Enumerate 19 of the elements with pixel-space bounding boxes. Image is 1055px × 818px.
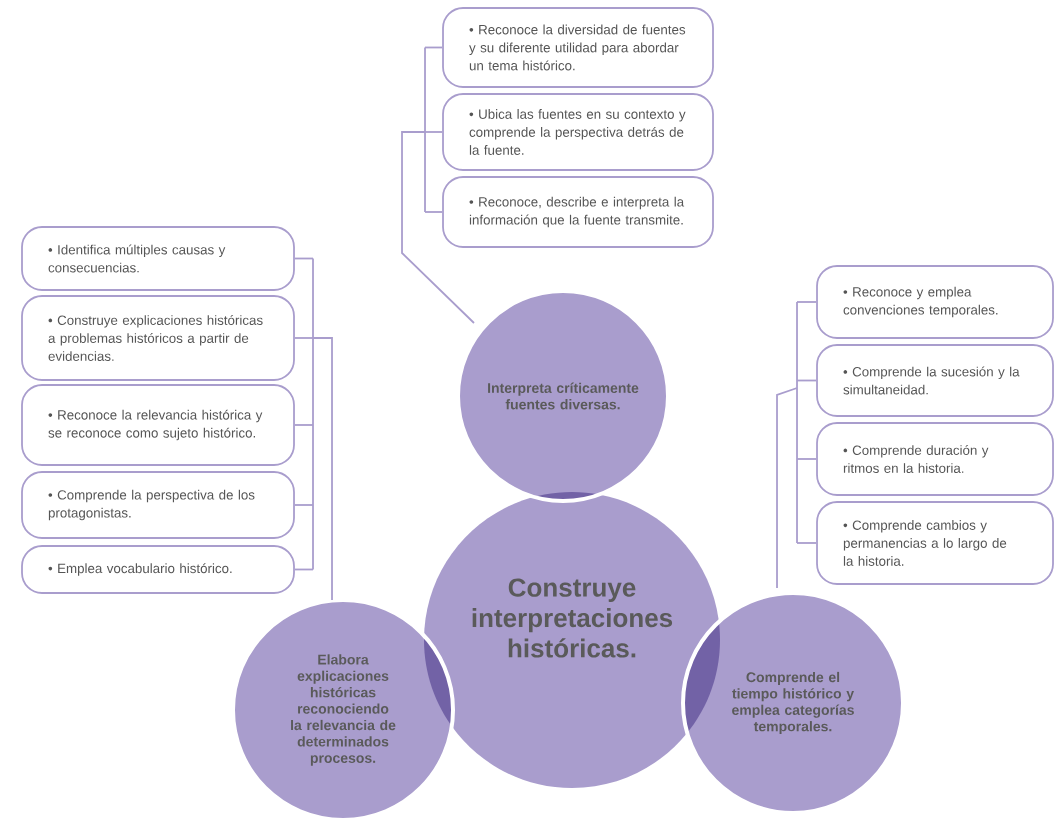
text-box: • Ubica las fuentes en su contexto y comprende la perspectiva detrás de la fuente.	[442, 93, 714, 171]
connector-line	[294, 257, 333, 601]
connector-line	[401, 46, 475, 324]
circle-node: Comprende el tiempo histórico y emplea categorías temporales.	[681, 591, 905, 815]
text-box: • Reconoce y emplea convenciones temporales.	[816, 265, 1054, 339]
text-box: • Identifica múltiples causas y consecuencias.	[21, 226, 295, 291]
circle-node: Elabora explicaciones históricas reconociendo la relevancia de determinados procesos.	[231, 598, 455, 818]
circle-node: Interpreta críticamente fuentes diversas.	[456, 289, 670, 503]
text-box: • Reconoce, describe e interpreta la información que la fuente transmite.	[442, 176, 714, 248]
text-box: • Reconoce la relevancia histórica y se reconoce como sujeto histórico.	[21, 384, 295, 466]
text-box: • Comprende la perspectiva de los protagonistas.	[21, 471, 295, 539]
text-box: • Reconoce la diversidad de fuentes y su diferente utilidad para abordar un tema histórico.	[442, 7, 714, 88]
text-box: • Emplea vocabulario histórico.	[21, 545, 295, 594]
text-box: • Comprende la sucesión y la simultaneidad.	[816, 344, 1054, 417]
text-box: • Construye explicaciones históricas a problemas históricos a partir de evidencias.	[21, 295, 295, 381]
circle-node: Construye interpretaciones históricas.	[424, 492, 720, 788]
text-box: • Comprende cambios y permanencias a lo largo de la historia.	[816, 501, 1054, 585]
connector-line	[776, 301, 817, 589]
text-box: • Comprende duración y ritmos en la historia.	[816, 422, 1054, 496]
